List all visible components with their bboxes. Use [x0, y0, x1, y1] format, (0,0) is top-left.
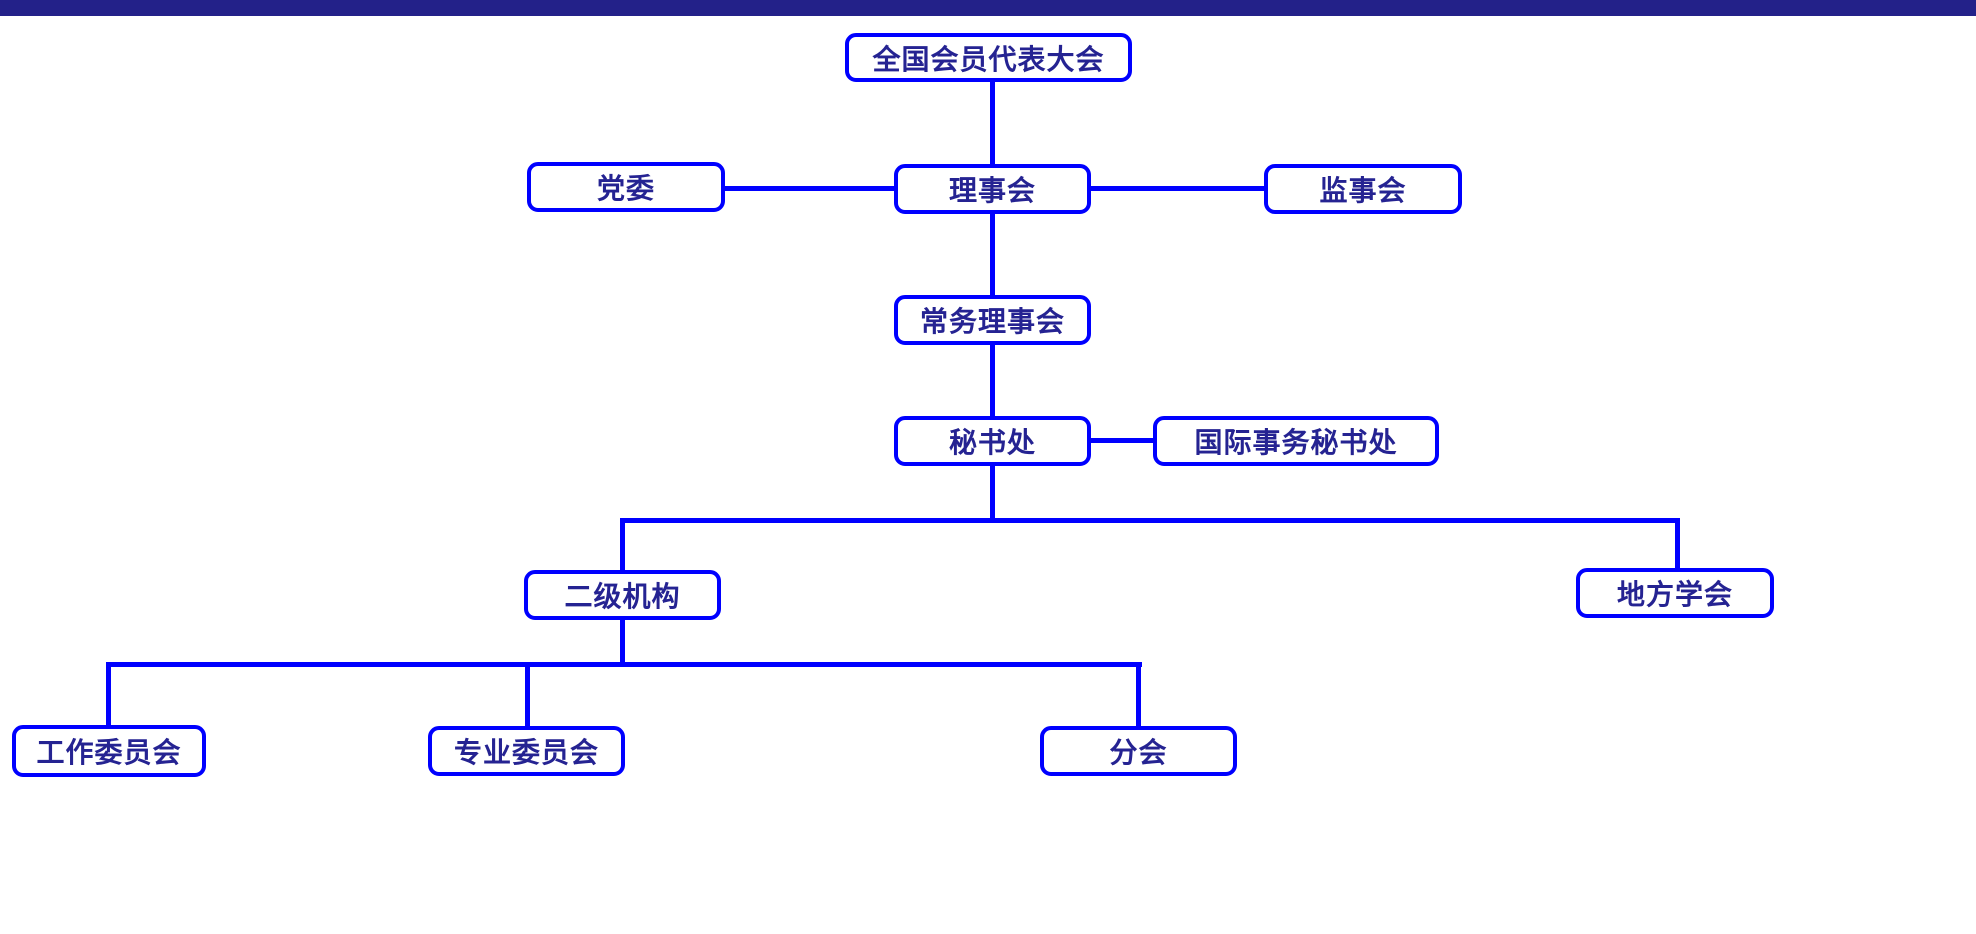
connector-secondary-bus	[620, 618, 625, 666]
org-node-label: 分会	[1109, 736, 1168, 769]
connector-congress-council	[990, 80, 995, 166]
org-node-label: 监事会	[1319, 174, 1407, 207]
org-node-intl-affairs-secretariat: 国际事务秘书处	[1153, 416, 1439, 466]
org-node-label: 全国会员代表大会	[872, 42, 1105, 76]
org-node-branches: 分会	[1040, 726, 1237, 776]
org-node-party-committee: 党委	[527, 162, 725, 212]
org-node-standing-council: 常务理事会	[894, 295, 1091, 345]
connector-drop-branches	[1136, 662, 1141, 728]
org-node-supervisory-board: 监事会	[1264, 164, 1462, 214]
org-node-label: 秘书处	[948, 426, 1036, 459]
org-node-label: 党委	[596, 172, 655, 205]
site-header-bar	[0, 0, 1976, 16]
connector-council-supervisory	[1088, 186, 1268, 191]
connector-secretariat-bus	[990, 464, 995, 520]
connector-bus-level6	[106, 662, 1142, 667]
org-node-secretariat: 秘书处	[894, 416, 1091, 466]
org-node-label: 常务理事会	[919, 305, 1065, 338]
connector-party-council	[723, 186, 898, 191]
org-node-label: 国际事务秘书处	[1194, 426, 1398, 459]
org-node-council: 理事会	[894, 164, 1091, 214]
connector-drop-secondary-organs	[620, 518, 625, 572]
connector-drop-working-committee	[106, 662, 111, 727]
connector-council-standing	[990, 212, 995, 297]
connector-secretariat-intl	[1088, 438, 1156, 443]
org-node-label: 地方学会	[1616, 578, 1733, 611]
org-node-national-congress: 全国会员代表大会	[845, 33, 1132, 82]
connector-drop-local-societies	[1675, 518, 1680, 570]
org-node-local-societies: 地方学会	[1576, 568, 1774, 618]
connector-standing-secretariat	[990, 343, 995, 418]
connector-bus-level5	[620, 518, 1680, 523]
org-node-label: 理事会	[948, 174, 1036, 207]
org-node-secondary-organs: 二级机构	[524, 570, 721, 620]
org-node-label: 工作委员会	[36, 736, 182, 769]
org-node-working-committee: 工作委员会	[12, 725, 206, 777]
org-node-label: 专业委员会	[453, 736, 599, 769]
connector-drop-professional-committee	[525, 662, 530, 728]
org-node-professional-committee: 专业委员会	[428, 726, 625, 776]
org-node-label: 二级机构	[564, 580, 681, 613]
